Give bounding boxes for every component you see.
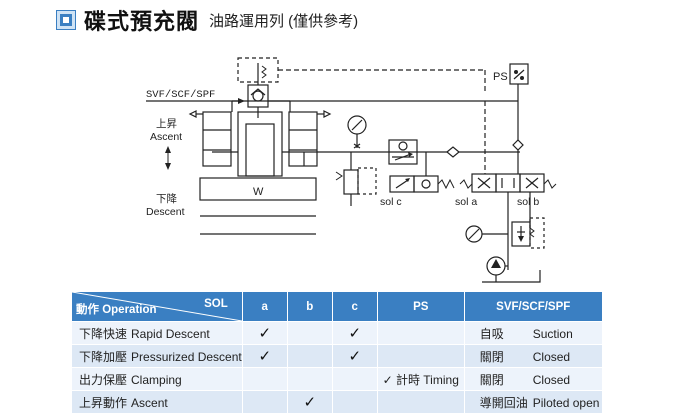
blue-square-icon <box>56 10 76 30</box>
col-svf-header: SVF/SCF/SPF <box>463 291 603 322</box>
pump-icon <box>486 256 508 276</box>
hydraulic-circuit-diagram: SVF/SCF/SPF W 上昇 <box>146 57 557 283</box>
sol-c-cell <box>331 390 378 414</box>
sol-c-cell: ✓ <box>331 321 378 345</box>
ps-check-valve-icon <box>512 139 524 151</box>
col-b-header: b <box>286 291 333 322</box>
table-header-row: SOL 動作 Operation a b c PS SVF/SCF/SPF <box>71 291 603 322</box>
sol-c-cell <box>331 367 378 391</box>
sol-a-cell <box>241 367 288 391</box>
col-ps-header: PS <box>376 291 465 322</box>
prefill-valve <box>247 63 269 118</box>
pressure-gauge-2-icon <box>465 225 508 243</box>
press-platen <box>199 177 317 201</box>
col-a-header: a <box>241 291 288 322</box>
directional-valve-c <box>389 152 455 193</box>
sol-a-cell: ✓ <box>241 321 288 345</box>
operation-header: 動作 Operation <box>76 304 157 316</box>
ps-cell <box>376 390 465 414</box>
sol-b-cell <box>286 321 333 345</box>
col-c-header: c <box>331 291 378 322</box>
sol-c-label: sol c <box>380 196 402 208</box>
sol-a-cell: ✓ <box>241 344 288 368</box>
pressure-gauge-icon <box>347 115 367 149</box>
page-header: 碟式預充閥 油路運用列 (僅供參考) <box>56 6 358 34</box>
sol-b-cell <box>286 367 333 391</box>
relief-valve-main <box>511 217 545 249</box>
throttle-check-valve <box>388 139 418 165</box>
weight-label: W <box>253 186 264 198</box>
tank-line <box>482 270 541 283</box>
sol-a-label: sol a <box>455 196 477 208</box>
ps-cell <box>376 321 465 345</box>
page-title: 碟式預充閥 <box>84 9 200 34</box>
sol-header: SOL <box>204 298 228 310</box>
main-cylinder <box>231 100 291 177</box>
diagonal-divider <box>72 292 242 321</box>
sol-a-cell <box>241 390 288 414</box>
ps-label: PS <box>493 71 508 83</box>
check-valve-icon <box>446 146 460 158</box>
ps-cell: ✓ 計時 Timing <box>376 367 465 391</box>
pressure-switch-icon <box>509 63 529 85</box>
sol-b-label: sol b <box>517 196 539 208</box>
ascent-cn-label: 上昇 <box>156 118 177 130</box>
svf-label: SVF/SCF/SPF <box>146 89 215 101</box>
sol-c-cell: ✓ <box>331 344 378 368</box>
ascent-en-label: Ascent <box>150 131 182 143</box>
descent-en-label: Descent <box>146 206 185 218</box>
ps-cell <box>376 344 465 368</box>
operation-table: SOL 動作 Operation a b c PS SVF/SCF/SPF 下降… <box>71 291 603 414</box>
page-subtitle: 油路運用列 (僅供參考) <box>209 12 359 30</box>
left-cylinder <box>188 110 232 167</box>
sol-b-cell <box>286 344 333 368</box>
relief-valve-c <box>335 152 377 206</box>
descent-cn-label: 下降 <box>156 192 177 205</box>
right-cylinder <box>288 110 332 167</box>
operation-sol-header: SOL 動作 Operation <box>71 291 243 322</box>
main-directional-valve <box>459 173 557 193</box>
sol-b-cell: ✓ <box>286 390 333 414</box>
